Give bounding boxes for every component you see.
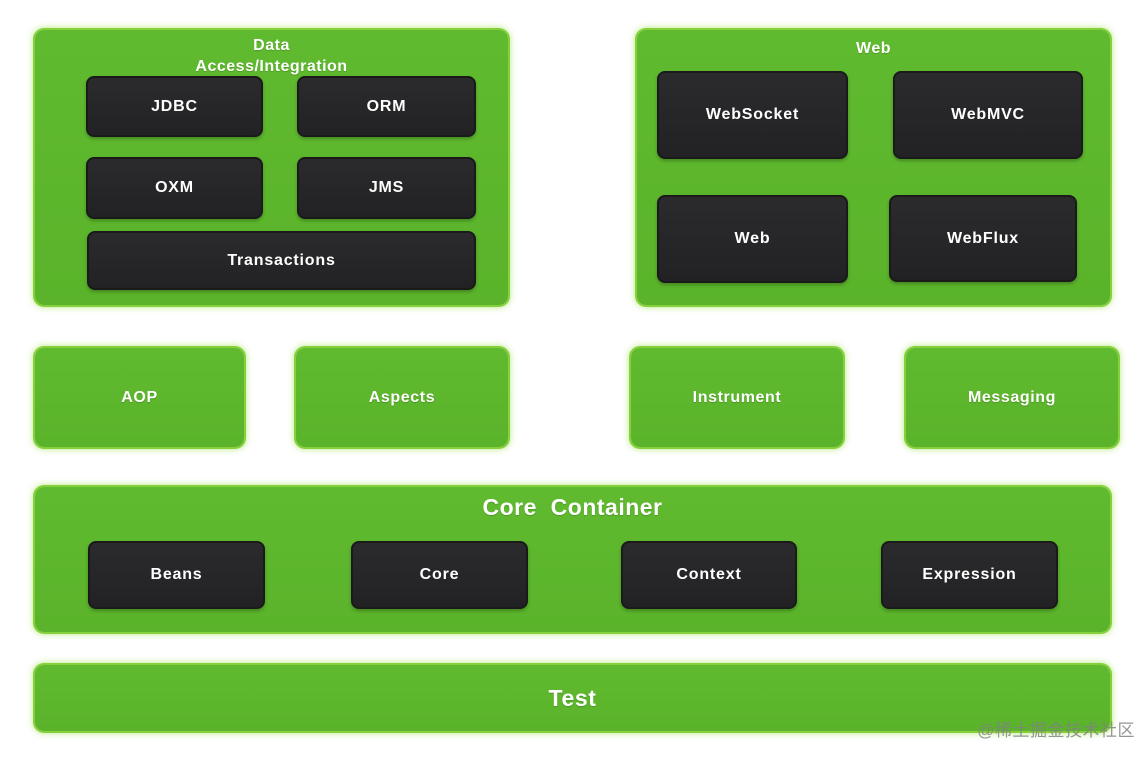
block-aop: AOP — [35, 348, 244, 447]
module-transactions: Transactions — [87, 231, 476, 290]
module-context: Context — [621, 541, 797, 609]
module-jdbc: JDBC — [86, 76, 263, 137]
core-container-title: Core Container — [482, 494, 663, 520]
data-access-title-line1: Data — [253, 37, 290, 54]
module-websocket: WebSocket — [657, 71, 848, 159]
data-access-title-line2: Access/Integration — [195, 58, 348, 75]
module-orm: ORM — [297, 76, 476, 137]
module-expression: Expression — [881, 541, 1058, 609]
module-jms: JMS — [297, 157, 476, 219]
block-aspects: Aspects — [296, 348, 508, 447]
module-oxm: OXM — [86, 157, 263, 219]
module-webmvc: WebMVC — [893, 71, 1083, 159]
module-web: Web — [657, 195, 848, 283]
block-test: Test — [35, 665, 1110, 731]
web-panel: Web WebSocket WebMVC Web WebFlux — [637, 30, 1110, 305]
block-instrument: Instrument — [631, 348, 843, 447]
data-access-integration-panel: Data Access/Integration JDBC ORM OXM JMS… — [35, 30, 508, 305]
block-messaging: Messaging — [906, 348, 1118, 447]
module-core: Core — [351, 541, 528, 609]
module-webflux: WebFlux — [889, 195, 1077, 282]
web-panel-title: Web — [856, 40, 891, 57]
module-beans: Beans — [88, 541, 265, 609]
juejin-watermark: @稀土掘金技术社区 — [977, 721, 1135, 740]
core-container-panel: Core Container Beans Core Context Expres… — [35, 487, 1110, 632]
